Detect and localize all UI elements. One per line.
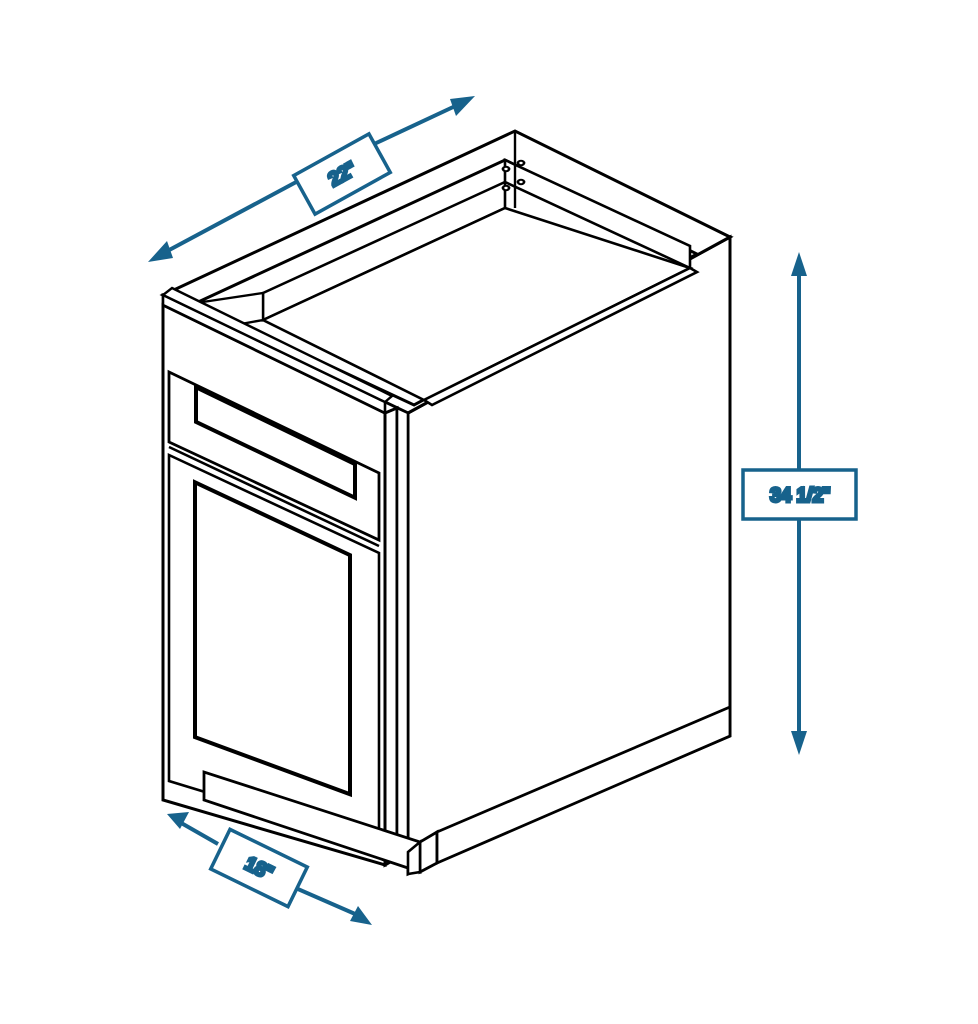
width-dimension: 18" — [167, 812, 372, 925]
height-arrow-bottom-icon — [791, 731, 807, 755]
depth-dimension: 22" — [148, 96, 475, 262]
width-label-box — [208, 827, 310, 909]
hinge-bore-holes-inner — [504, 161, 523, 190]
height-arrow-top-icon — [791, 252, 807, 276]
face-top-bevel-2 — [160, 286, 395, 404]
height-label-box — [741, 468, 858, 521]
height-label-text: 34 1/2" — [770, 486, 830, 507]
door-front — [167, 452, 381, 847]
width-dim-line-lower — [290, 884, 363, 919]
width-arrow-upper-icon — [167, 812, 189, 829]
toe-kick — [202, 704, 732, 876]
depth-dim-line-upper — [371, 99, 467, 147]
width-arrow-lower-icon — [350, 906, 372, 925]
height-dimension: 34 1/2" — [741, 252, 858, 755]
cabinet-carcass — [159, 129, 734, 877]
depth-arrow-upper-icon — [450, 96, 475, 116]
depth-dim-line-lower — [157, 171, 314, 258]
drawer-door-reveal — [168, 445, 380, 548]
depth-label-box — [291, 131, 393, 217]
drawer-front — [167, 369, 381, 543]
depth-arrow-lower-icon — [148, 241, 173, 262]
width-dim-line-upper — [175, 818, 219, 846]
